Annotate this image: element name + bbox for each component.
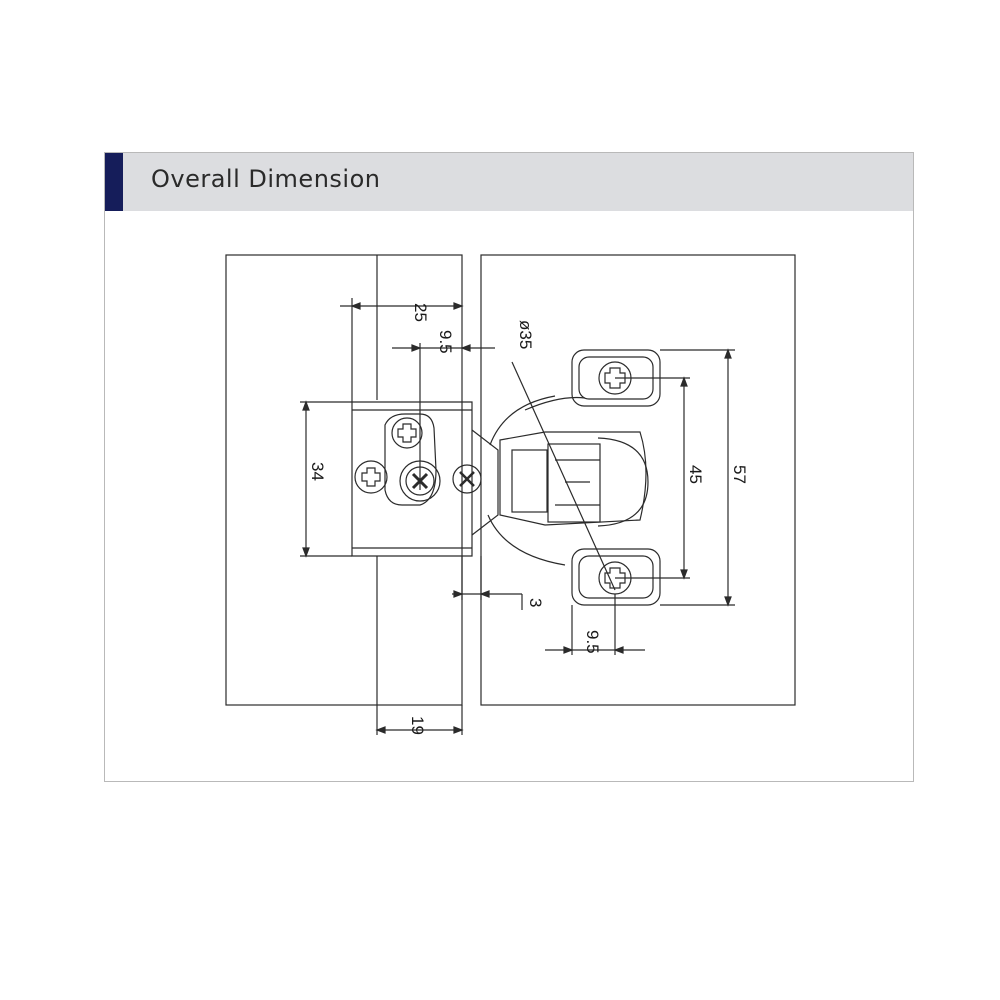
dimension-45-label: 45 xyxy=(686,465,705,484)
screw-phillips-icon xyxy=(391,417,423,449)
dimension-3-label: 3 xyxy=(526,598,545,607)
dimension-diameter-35-label: ø35 xyxy=(516,320,535,349)
dimension-25-label: 25 xyxy=(411,303,430,322)
dimension-9-5-bottom-label: 9.5 xyxy=(583,630,602,654)
dimension-34-label: 34 xyxy=(308,462,327,481)
dimension-57-label: 57 xyxy=(730,465,749,484)
header-accent xyxy=(105,153,123,211)
dimension-9-5-top-label: 9.5 xyxy=(436,330,455,354)
screw-pozidriv-icon xyxy=(452,464,482,494)
dimension-panel: Overall Dimension xyxy=(104,152,914,782)
dimension-19-label: 19 xyxy=(408,716,427,735)
mounting-plate xyxy=(351,401,473,557)
dimension-diameter-35: ø35 xyxy=(511,320,616,591)
dimension-9-5-bottom: 9.5 xyxy=(545,594,645,655)
dimension-57: 57 xyxy=(660,348,749,607)
dimension-25: 25 xyxy=(340,298,464,402)
cabinet-side-panel xyxy=(225,254,463,706)
dimension-9-5-top: 9.5 xyxy=(392,330,495,490)
dimension-3: 3 xyxy=(452,556,545,610)
dimension-19: 19 xyxy=(375,705,464,735)
page-title: Overall Dimension xyxy=(151,165,381,193)
screw-phillips-icon xyxy=(354,460,388,494)
header-bar: Overall Dimension xyxy=(105,153,913,211)
dimension-45: 45 xyxy=(615,376,705,580)
hinge-arm xyxy=(471,396,649,566)
door-screw-slot-bottom xyxy=(571,548,661,606)
cup-outline xyxy=(489,395,556,446)
dimension-34: 34 xyxy=(300,400,352,558)
